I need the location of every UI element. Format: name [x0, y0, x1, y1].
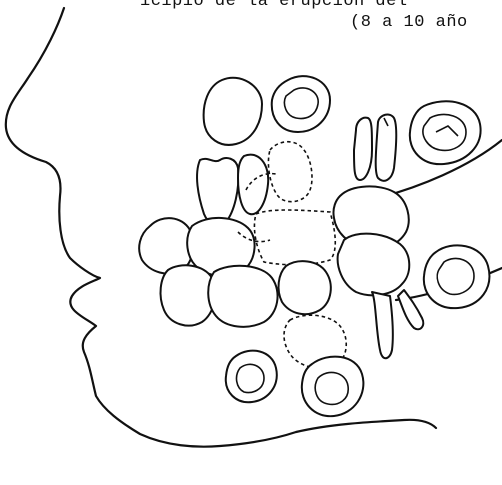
upper-crypt-tooth [272, 76, 330, 132]
developing-premolar-upper [268, 142, 312, 202]
upper-incisor [197, 158, 238, 225]
erupting-canine [354, 115, 396, 181]
upper-right-molar-crypt [410, 101, 481, 164]
second-molar-crown [338, 234, 410, 296]
molar-root [372, 292, 393, 358]
upper-premolar [238, 155, 268, 215]
lower-molar-crown [208, 266, 277, 327]
lower-crypt-right [302, 357, 364, 417]
upper-molar-crown [204, 78, 262, 145]
lower-crypt-left [226, 351, 277, 403]
lower-right-molar-crypt [424, 245, 490, 308]
developing-root-center [254, 210, 335, 265]
lower-premolar-crown [279, 261, 331, 314]
